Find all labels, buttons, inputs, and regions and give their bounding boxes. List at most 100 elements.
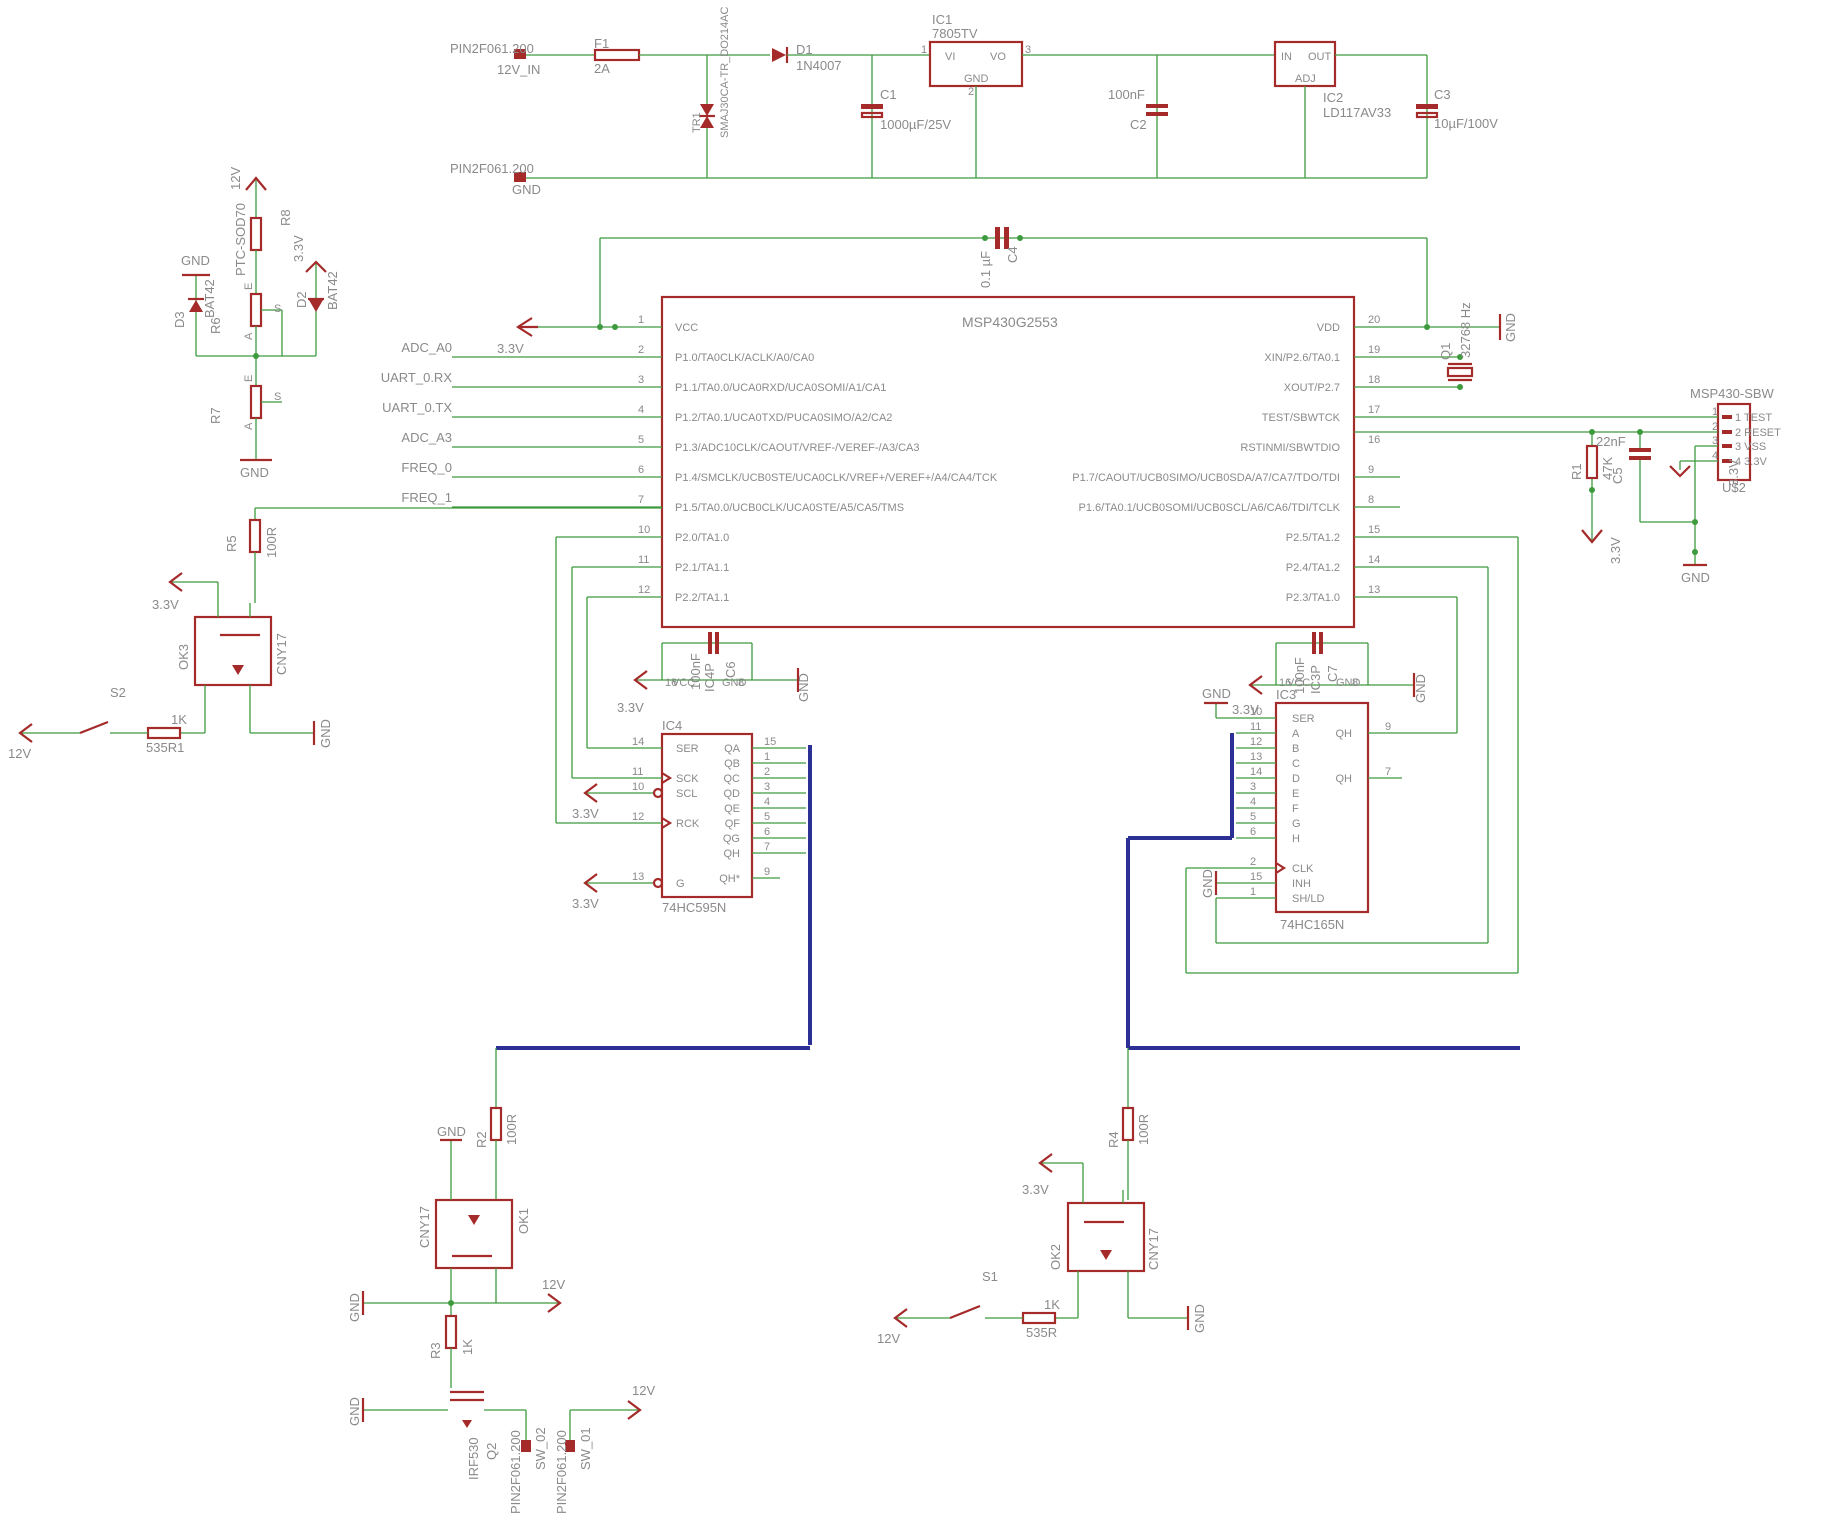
ic3-pins: 10SER11A12B13C14D3E4F5G6H2CLK15INH1SH/LD…: [1236, 706, 1402, 905]
ic3-pin-name: SH/LD: [1292, 893, 1324, 905]
sbw-ref: U$2: [1722, 480, 1746, 495]
mcu-pin-name: P1.1/TA0.0/UCA0RXD/UCA0SOMI/A1/CA1: [675, 382, 886, 394]
net-gnd-ok2: GND: [1192, 1304, 1207, 1333]
net-33v-vcc: 3.3V: [497, 341, 524, 356]
ic4-pin-num: 1: [764, 751, 770, 763]
ic3-pin-name: D: [1292, 773, 1300, 785]
sbw-pin-name: 4 3.3V: [1735, 456, 1767, 468]
sbw-pin-name: 1 TEST: [1735, 412, 1772, 424]
r-535r1-name: 535R1: [146, 740, 184, 755]
d2-value: BAT42: [325, 271, 340, 310]
sw1-net: SW_01: [578, 1427, 593, 1470]
mcu-pin-num: 13: [1368, 584, 1380, 596]
resistor-535r: [1021, 1311, 1057, 1325]
ic3-vcc-num: 16: [1279, 677, 1291, 689]
connector-sw-01: [565, 1440, 575, 1452]
ic4-pin-num: 3: [764, 781, 770, 793]
ic4-pin-num: 15: [764, 736, 776, 748]
net-33v-ok3: 3.3V: [152, 597, 179, 612]
ic3-pin-num: 6: [1250, 826, 1256, 838]
ic4-gnd: GND: [722, 677, 747, 689]
ic3-gnd-num: 8: [1352, 677, 1358, 689]
cap-c1: [860, 104, 884, 119]
mcu-pin-num: 7: [638, 494, 644, 506]
mcu-pin-name: P1.7/CAOUT/UCB0SIMO/UCB0SDA/A7/CA7/TDO/T…: [1072, 472, 1340, 484]
f1-value: 2A: [594, 61, 610, 76]
sw1-pin: PIN2F061.200: [554, 1430, 569, 1514]
mcu-pin-num: 16: [1368, 434, 1380, 446]
ic2-out: OUT: [1308, 51, 1332, 63]
ic4-pin-num: 2: [764, 766, 770, 778]
mcu-pin-name: XOUT/P2.7: [1284, 382, 1340, 394]
cap-c6: [708, 632, 719, 654]
sw2-net: SW_02: [533, 1427, 548, 1470]
resistor-r8: [249, 216, 263, 252]
mcu-pin-num: 18: [1368, 374, 1380, 386]
switch-s2: [79, 720, 109, 735]
r5-name: R5: [224, 535, 239, 552]
net-33v-ic4-vcc: 3.3V: [617, 700, 644, 715]
ic4-pin-num: 6: [764, 826, 770, 838]
ic4-pin-name: QA: [724, 743, 741, 755]
ic2-adj: ADJ: [1295, 73, 1316, 85]
net-gnd-ok3: GND: [318, 719, 333, 748]
ic3-pin-num: 3: [1250, 781, 1256, 793]
r6-pin-e: E: [243, 283, 255, 290]
ic4-pin-name: QH: [724, 848, 741, 860]
resistor-r6: [249, 292, 263, 328]
ic3-pin-name: INH: [1292, 878, 1311, 890]
ic1-value: 7805TV: [932, 26, 978, 41]
cap-c4: [995, 227, 1009, 249]
ic3-gnd: GND: [1336, 677, 1361, 689]
c4-value: 0.1 µF: [978, 251, 993, 288]
mcu-pin-num: 17: [1368, 404, 1380, 416]
r8-name: R8: [278, 209, 293, 226]
ic3-pin-name: C: [1292, 758, 1300, 770]
ic3-vcc: VCC: [1287, 677, 1310, 689]
c3-name: C3: [1434, 87, 1451, 102]
c5-value: 22nF: [1596, 434, 1626, 449]
ic4-gnd-num: 8: [738, 677, 744, 689]
ic3-pin-name: QH: [1336, 773, 1353, 785]
sbw-pin-num: 1: [1712, 406, 1718, 418]
sbw-pin-mark: [1722, 430, 1732, 434]
s2-name: S2: [110, 685, 126, 700]
c2-value: 100nF: [1108, 87, 1145, 102]
mcu-pin-num: 10: [638, 524, 650, 536]
resistor-r7: [249, 384, 263, 420]
c1-name: C1: [880, 87, 897, 102]
c1-value: 1000µF/25V: [880, 117, 951, 132]
mcu-pin-name: VDD: [1317, 322, 1340, 334]
net-33v-r1: 3.3V: [1608, 537, 1623, 564]
q1-name: Q1: [1438, 343, 1453, 360]
mcu-chip: [660, 295, 1356, 629]
r7-pin-e: E: [243, 375, 255, 382]
ic4-pin-num: 12: [632, 811, 644, 823]
ic3-section: 10SER11A12B13C14D3E4F5G6H2CLK15INH1SH/LD…: [1126, 536, 1520, 1050]
crystal-q1: [1446, 362, 1474, 382]
pin-in-label: PIN2F061.200: [450, 41, 534, 56]
mcu-pin-name: P1.3/ADC10CLK/CAOUT/VREF-/VEREF-/A3/CA3: [675, 442, 920, 454]
c7-ref: IC3P: [1308, 665, 1323, 694]
r6-pin-a: A: [243, 332, 255, 340]
mcu-pin-num: 11: [638, 554, 649, 566]
ic3-pin-num: 12: [1250, 736, 1262, 748]
net-12v-q2: 12V: [632, 1383, 655, 1398]
r6-name: R6: [208, 317, 223, 334]
ic3-pin-num: 2: [1250, 856, 1256, 868]
resistor-r3: [444, 1314, 458, 1350]
ic3-pin-name: H: [1292, 833, 1300, 845]
net-33v-ok2: 3.3V: [1022, 1182, 1049, 1197]
ic4-pin-num: 11: [632, 766, 643, 778]
ok2-name: OK2: [1048, 1244, 1063, 1270]
ic4-pin-name: QC: [724, 773, 741, 785]
r2-value: 100R: [504, 1114, 519, 1145]
mcu-left-pins: 1VCC2P1.0/TA0CLK/ACLK/A0/CA0ADC_A03P1.1/…: [381, 314, 998, 604]
ic4-pin-name: G: [676, 878, 685, 890]
net-12v-in-label: 12V_IN: [497, 62, 540, 77]
ic3-pin-num: 15: [1250, 871, 1262, 883]
mcu-pin-name: RSTINMI/SBWTDIO: [1240, 442, 1340, 454]
sbw-pin-mark: [1722, 415, 1732, 419]
